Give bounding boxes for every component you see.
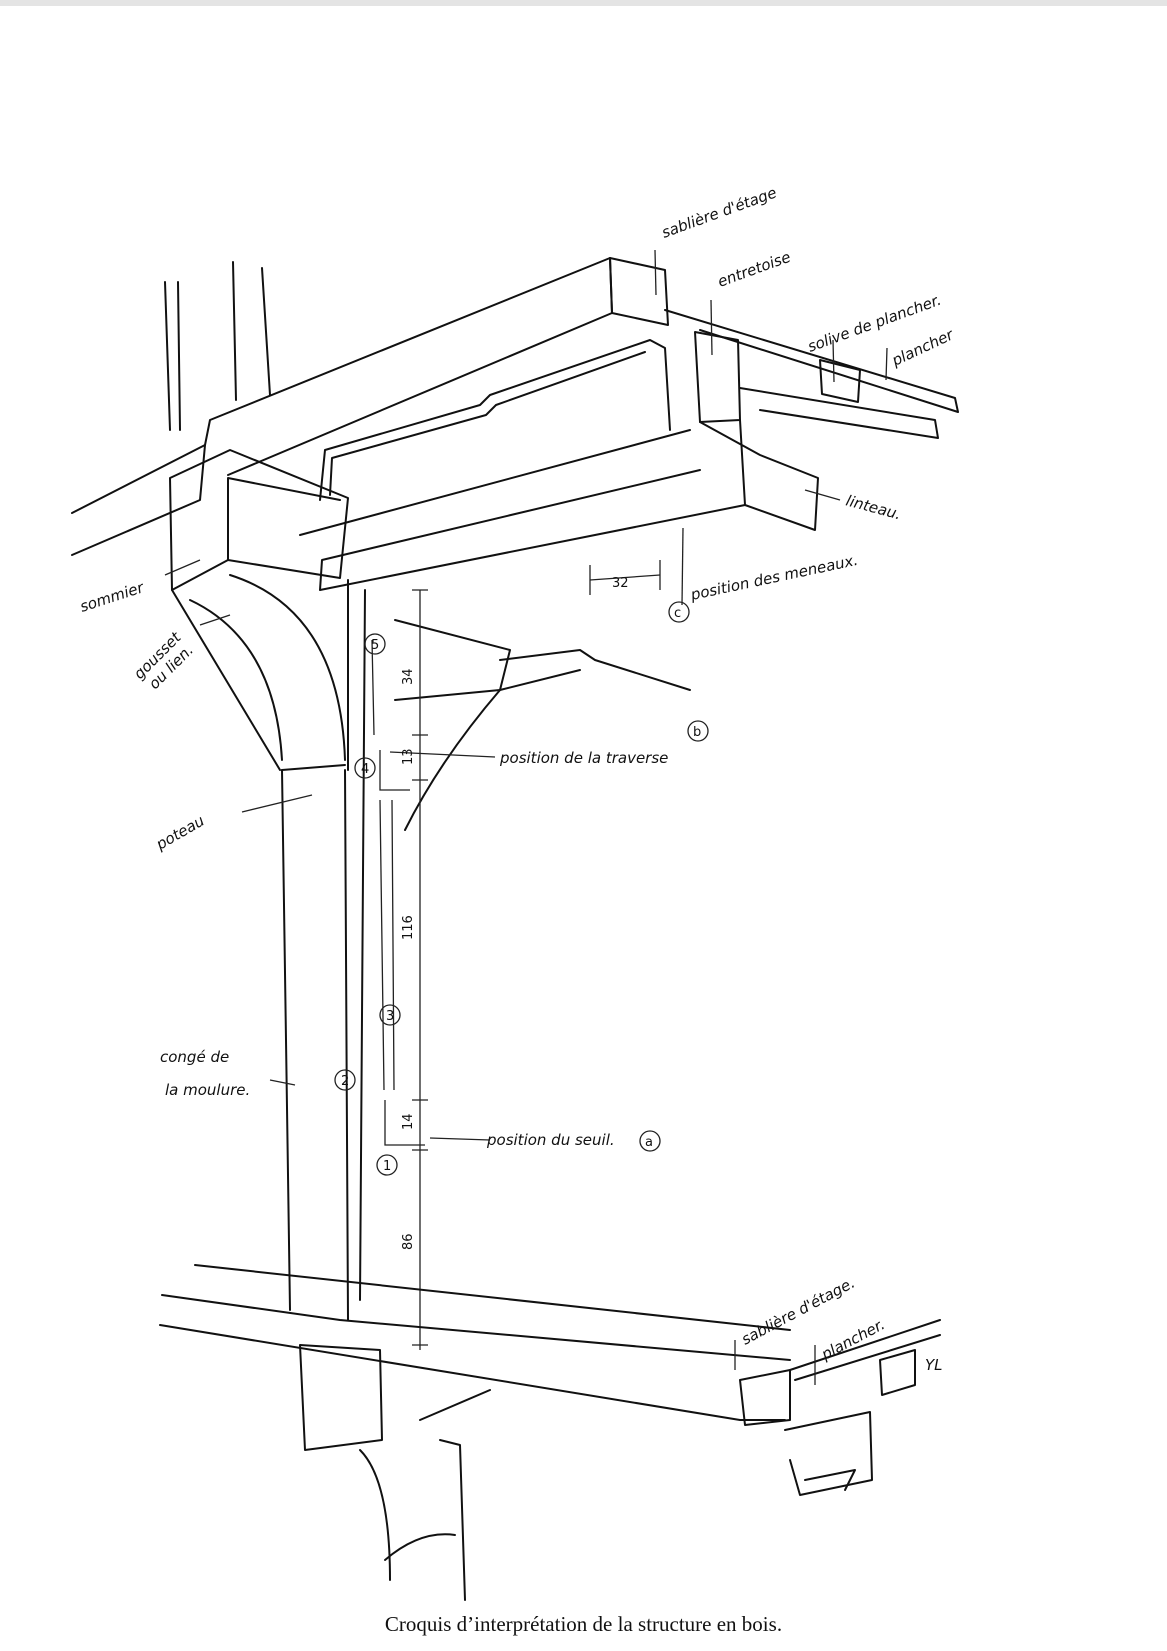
figure-caption: Croquis d’interprétation de la structure… [384, 1612, 783, 1636]
markers: c b a 5 4 3 2 1 [334, 601, 709, 1176]
label-sabliere-top: sablière d'étage [659, 183, 779, 241]
label-plancher-bottom: plancher. [818, 1315, 888, 1364]
label-sommier: sommier [78, 578, 147, 616]
sommier-block [169, 449, 349, 771]
marker-3: 3 [386, 1009, 394, 1024]
gousset-brace [189, 574, 691, 831]
marker-a: a [645, 1135, 653, 1150]
label-meneaux: position des meneaux. [688, 551, 859, 604]
marker-4: 4 [361, 762, 369, 777]
marker-1: 1 [383, 1159, 391, 1174]
marker-5: 5 [371, 638, 379, 653]
label-traverse: position de la traverse [499, 749, 668, 767]
dim-86: 86 [401, 1233, 416, 1250]
label-conge-2: la moulure. [165, 1081, 250, 1099]
dimension-line [412, 560, 661, 1350]
dim-34: 34 [401, 668, 416, 685]
leader-lines [164, 249, 888, 1385]
label-conge-1: congé de [160, 1048, 229, 1066]
dim-32: 32 [612, 576, 629, 591]
label-seuil: position du seuil. [486, 1131, 615, 1149]
label-linteau: linteau. [844, 491, 903, 523]
marker-b: b [693, 725, 701, 740]
marker-2: 2 [341, 1074, 349, 1089]
dim-13: 13 [401, 748, 416, 765]
dim-116: 116 [401, 915, 416, 940]
label-poteau: poteau [152, 812, 207, 854]
lower-beam [159, 1264, 941, 1601]
scan-edge [0, 0, 1167, 6]
upper-wall-lines [164, 261, 271, 431]
label-entretoise: entretoise [715, 248, 793, 291]
marker-c: c [674, 606, 681, 621]
signature: YL [925, 1356, 943, 1374]
dim-14: 14 [401, 1113, 416, 1130]
label-plancher-top: plancher [888, 325, 957, 370]
poteau-post [281, 579, 425, 1321]
upper-beam [71, 257, 959, 591]
